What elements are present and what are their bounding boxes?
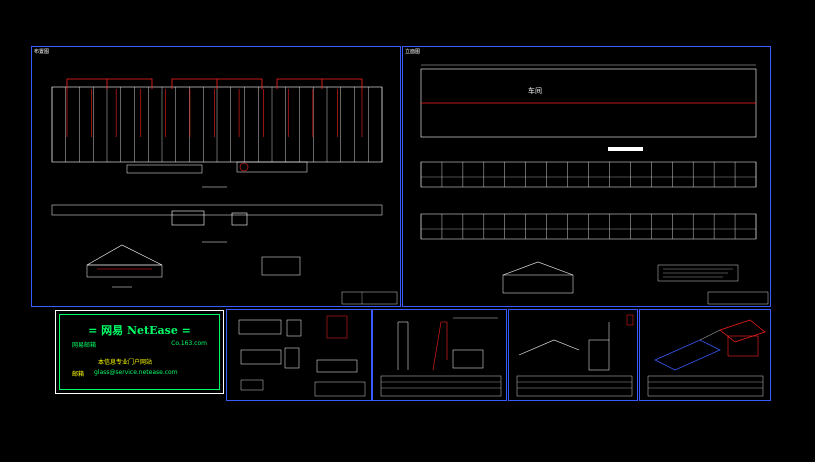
netease-right-label: Co.163.com — [171, 340, 207, 347]
workshop-drawing: 车间 — [420, 64, 769, 305]
drawing-sheet-detail-2[interactable] — [372, 309, 507, 401]
netease-inner-frame: = 网易 NetEase = 网易邮箱 Co.163.com 本信息专业门户网站… — [59, 314, 220, 390]
netease-info-block: = 网易 NetEase = 网易邮箱 Co.163.com 本信息专业门户网站… — [55, 310, 224, 394]
netease-left-label: 网易邮箱 — [72, 342, 97, 349]
drawing-sheet-detail-4[interactable] — [639, 309, 771, 401]
netease-line3: 本信息专业门户网站 — [98, 359, 153, 366]
netease-line4-value: glass@service.netease.com — [94, 369, 178, 376]
drawing-sheet-layout[interactable]: 布置图 — [31, 46, 401, 307]
detail-drawing-3 — [516, 314, 634, 397]
layout-drawing — [51, 78, 398, 305]
netease-title: = 网易 NetEase = — [88, 324, 191, 337]
drawing-sheet-detail-3[interactable] — [508, 309, 638, 401]
drawing-sheet-workshop[interactable]: 立面图 车间 — [402, 46, 771, 307]
sheet-title: 布置图 — [34, 49, 50, 55]
detail-drawing-4 — [647, 319, 766, 397]
detail-drawing-2 — [380, 317, 502, 397]
drawing-sheet-detail-1[interactable] — [226, 309, 372, 401]
sheet-title: 立面图 — [405, 49, 421, 55]
netease-line4-label: 邮箱 — [72, 371, 85, 378]
workshop-label: 车间 — [528, 86, 542, 95]
detail-drawing-1 — [238, 315, 366, 397]
